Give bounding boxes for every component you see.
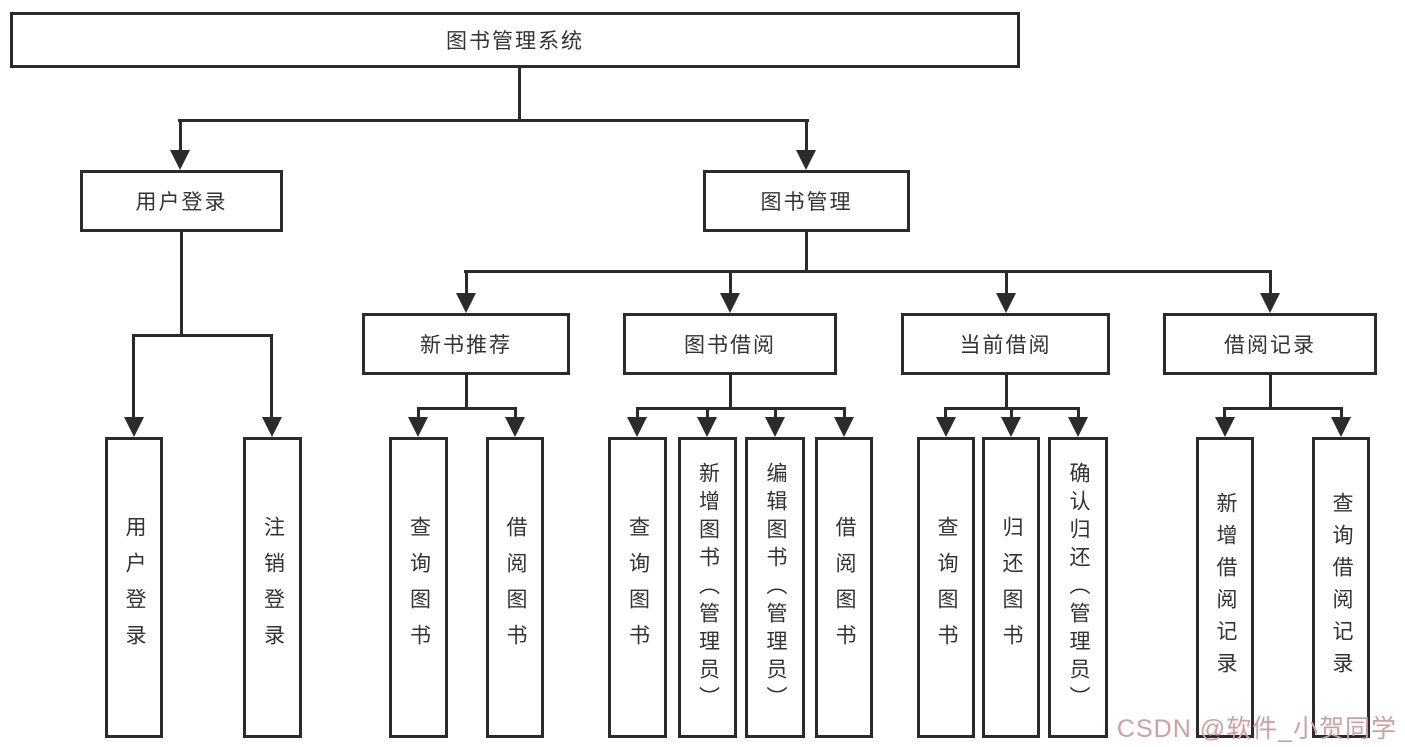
leaf-label: 借阅图书 <box>504 515 527 660</box>
connector-level2-rail <box>178 119 809 122</box>
leaf-query-books: 查询图书 <box>608 437 667 738</box>
arrow-down-icon <box>627 417 647 437</box>
arrow-down-icon <box>1001 417 1021 437</box>
node-label: 图书管理系统 <box>446 30 584 53</box>
leaf-label: 借阅图书 <box>833 515 856 660</box>
connector-drop <box>514 407 517 420</box>
connector-level3-rail <box>464 270 1272 273</box>
watermark: CSDN @软件_小贺同学 <box>1116 715 1397 743</box>
arrow-down-icon <box>996 293 1016 313</box>
leaf-borrow-books: 借阅图书 <box>815 437 873 738</box>
leaf-edit-books-admin: 编辑图书（管理员） <box>745 437 805 738</box>
connector-drop-login-leaf <box>132 334 135 420</box>
node-label: 新书推荐 <box>420 334 512 357</box>
connector-stem <box>1269 375 1272 409</box>
leaf-label: 查询图书 <box>407 515 431 660</box>
leaf-add-borrow-record: 新增借阅记录 <box>1196 437 1254 738</box>
leaf-add-books-admin: 新增图书（管理员） <box>678 437 737 738</box>
node-label: 当前借阅 <box>959 334 1052 357</box>
connector-user-login-stem <box>180 232 183 336</box>
arrow-down-icon <box>796 150 816 170</box>
connector-drop-current-borrow <box>1005 270 1008 296</box>
arrow-down-icon <box>170 150 190 170</box>
arrow-down-icon <box>1215 417 1235 437</box>
leaf-query-books: 查询图书 <box>389 437 448 738</box>
arrow-down-icon <box>765 417 785 437</box>
arrow-down-icon <box>1068 417 1088 437</box>
leaf-confirm-return-admin: 确认归还（管理员） <box>1048 437 1108 738</box>
leaf-logout: 注销登录 <box>243 437 302 738</box>
node-library-management-system: 图书管理系统 <box>10 12 1020 68</box>
arrow-down-icon <box>408 417 428 437</box>
connector-stem <box>1005 375 1008 409</box>
leaf-query-borrow-record: 查询借阅记录 <box>1312 437 1370 738</box>
connector-stem <box>729 375 732 409</box>
node-book-management: 图书管理 <box>703 170 910 232</box>
connector-drop <box>1077 407 1080 420</box>
arrow-down-icon <box>834 417 854 437</box>
arrow-down-icon <box>505 417 525 437</box>
leaf-label: 确认归还（管理员） <box>1067 461 1090 714</box>
node-label: 图书借阅 <box>684 334 776 357</box>
leaf-borrow-books: 借阅图书 <box>486 437 544 738</box>
leaf-label: 查询图书 <box>626 515 650 660</box>
leaf-label: 查询图书 <box>935 515 958 660</box>
leaf-label: 归还图书 <box>1000 515 1023 660</box>
arrow-down-icon <box>1260 293 1280 313</box>
connector-drop-user-login <box>179 119 182 153</box>
arrow-down-icon <box>936 417 956 437</box>
connector-drop-book-management <box>805 119 808 153</box>
connector-rail <box>1223 407 1343 410</box>
node-label: 图书管理 <box>760 191 853 214</box>
connector-drop-book-borrow <box>729 270 732 296</box>
connector-root-stem <box>518 68 521 121</box>
connector-drop <box>1223 407 1226 420</box>
connector-drop <box>944 407 947 420</box>
connector-drop <box>706 407 709 420</box>
connector-drop <box>1010 407 1013 420</box>
connector-drop <box>774 407 777 420</box>
arrow-down-icon <box>1331 417 1351 437</box>
connector-book-management-stem <box>805 232 808 272</box>
arrow-down-icon <box>456 293 476 313</box>
arrow-down-icon <box>262 417 282 437</box>
leaf-label: 注销登录 <box>261 515 285 660</box>
node-borrow-records: 借阅记录 <box>1163 313 1377 375</box>
node-new-book-recommend: 新书推荐 <box>362 313 570 375</box>
node-label: 借阅记录 <box>1224 334 1316 357</box>
node-book-borrow: 图书借阅 <box>623 313 837 375</box>
connector-rail <box>636 407 846 410</box>
node-user-login: 用户登录 <box>80 170 283 232</box>
node-label: 用户登录 <box>135 191 228 214</box>
leaf-label: 用户登录 <box>123 515 146 660</box>
leaf-label: 新增图书（管理员） <box>696 461 720 714</box>
arrow-down-icon <box>697 417 717 437</box>
connector-drop <box>843 407 846 420</box>
connector-rail <box>417 407 517 410</box>
leaf-user-login: 用户登录 <box>105 437 163 738</box>
arrow-down-icon <box>720 293 740 313</box>
connector-drop <box>636 407 639 420</box>
arrow-down-icon <box>124 417 144 437</box>
connector-drop <box>1340 407 1343 420</box>
leaf-query-books: 查询图书 <box>917 437 975 738</box>
connector-drop-new-book <box>465 270 468 296</box>
connector-drop <box>417 407 420 420</box>
leaf-label: 新增借阅记录 <box>1214 491 1237 684</box>
connector-drop-borrow-records <box>1269 270 1272 296</box>
leaf-label: 查询借阅记录 <box>1330 491 1353 684</box>
leaf-label: 编辑图书（管理员） <box>764 461 787 714</box>
node-current-borrow: 当前借阅 <box>901 313 1110 375</box>
connector-drop-logout-leaf <box>270 334 273 420</box>
leaf-return-books: 归还图书 <box>982 437 1040 738</box>
connector-user-login-rail <box>132 334 273 337</box>
connector-stem <box>465 375 468 409</box>
